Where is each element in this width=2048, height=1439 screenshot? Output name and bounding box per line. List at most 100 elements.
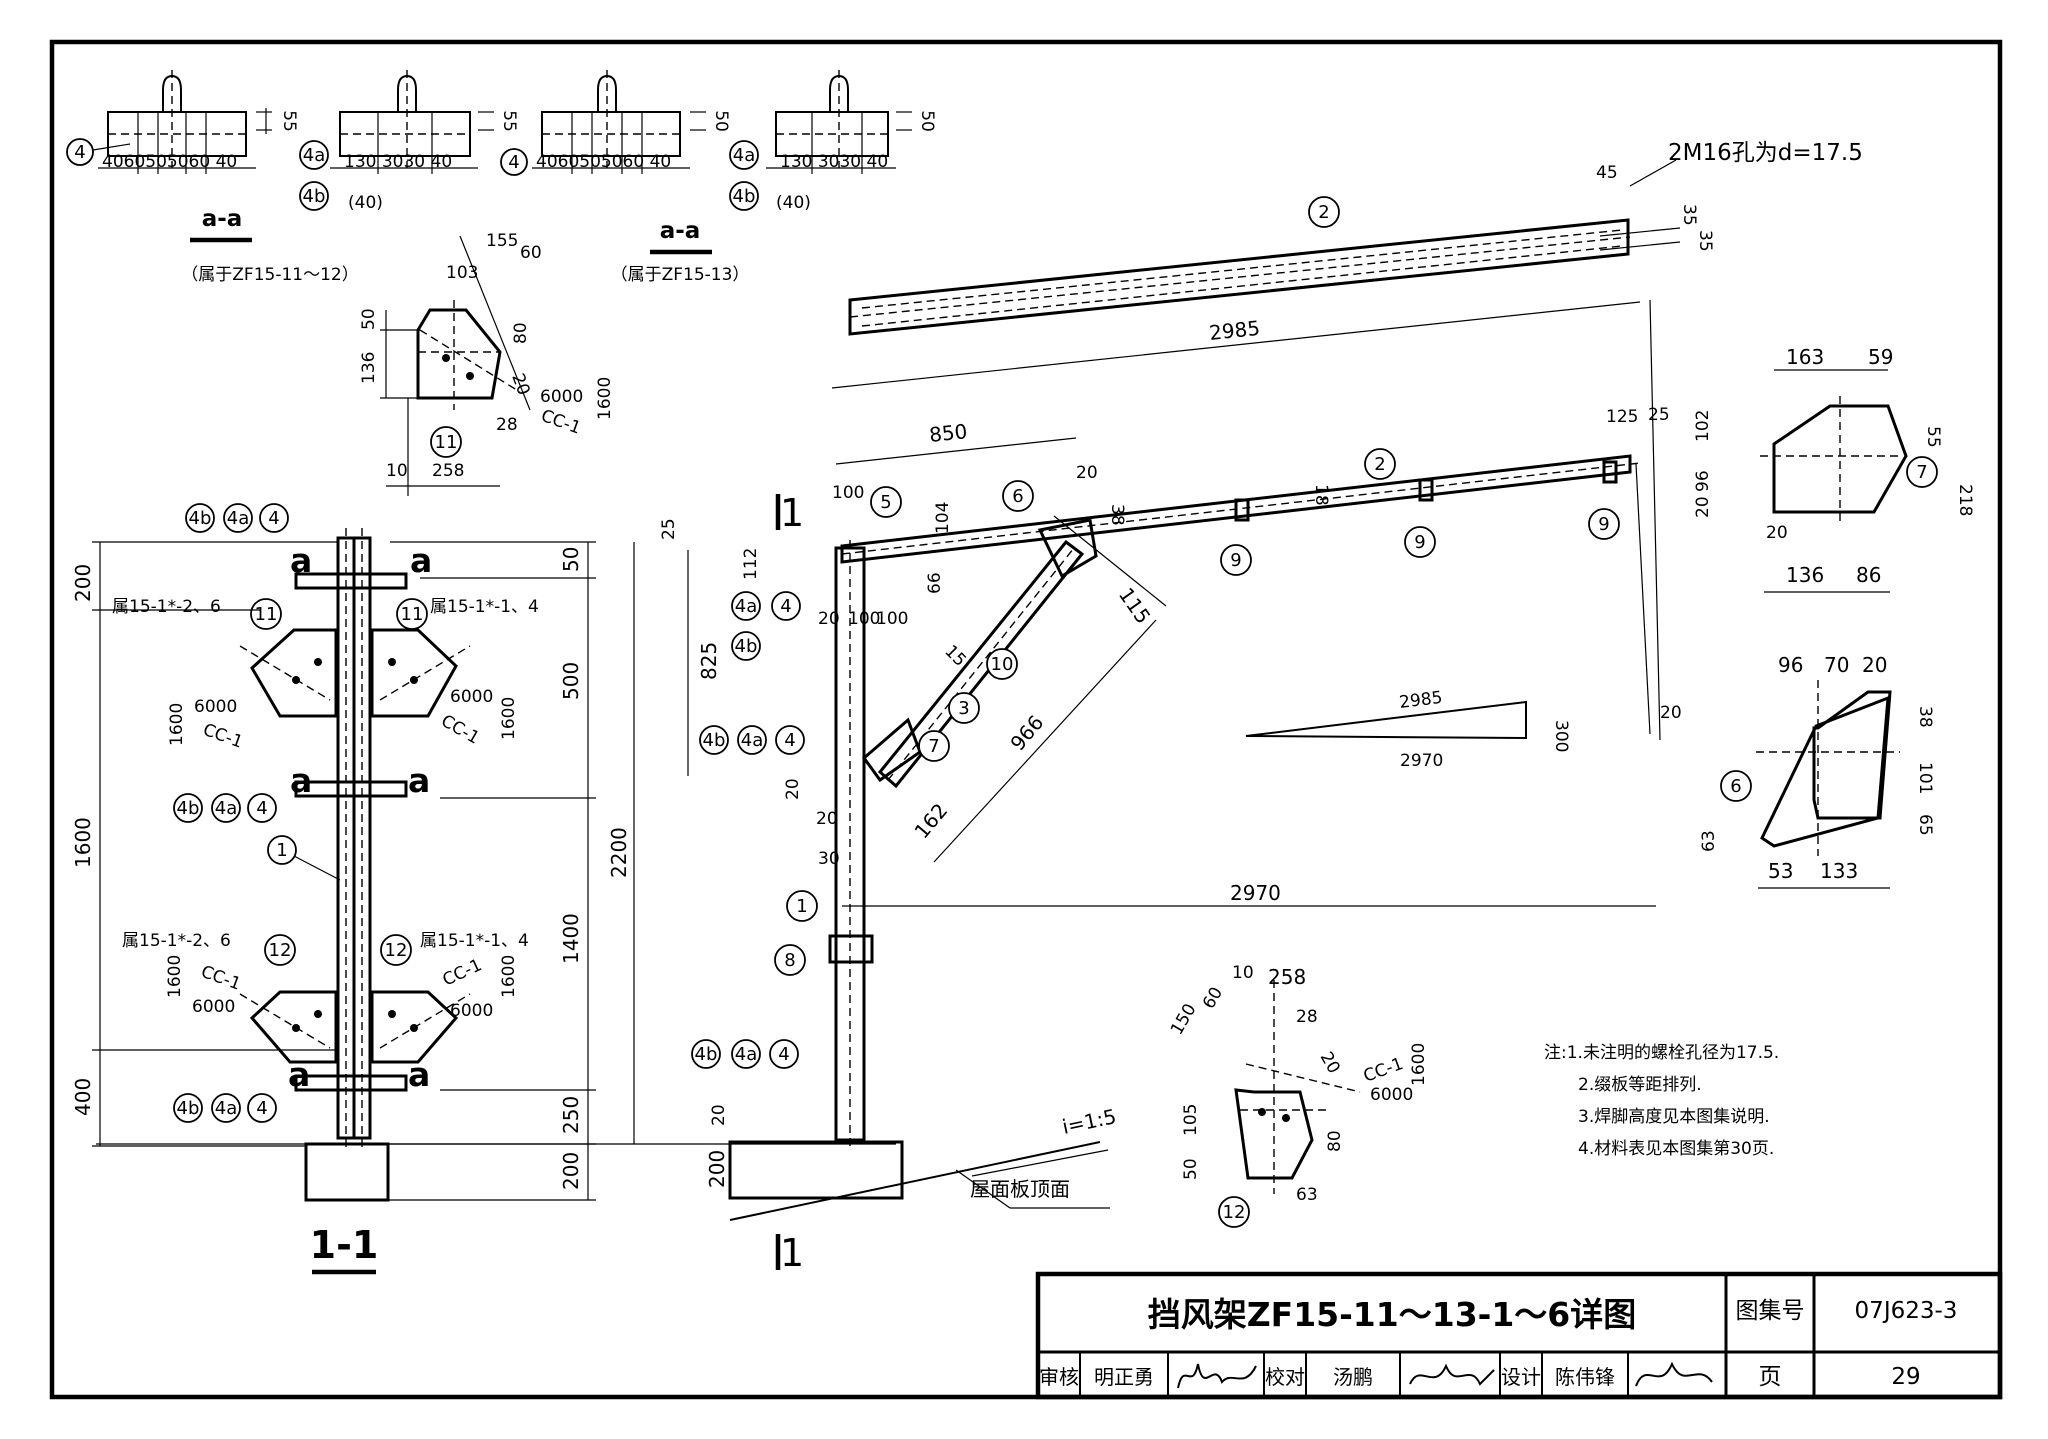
- mark-9: 9: [1414, 532, 1425, 553]
- p6-70: 70: [1824, 653, 1849, 677]
- dim-850: 850: [928, 419, 968, 447]
- plate11-dim-155: 155: [486, 231, 518, 251]
- plate11-dim-80: 80: [511, 322, 531, 344]
- p7-136: 136: [1786, 563, 1824, 587]
- plate-7-detail: 7 163 59 102 55 218 96 20 136 86 20: [1693, 345, 1975, 593]
- dim-l-1600: 1600: [71, 817, 95, 868]
- bolt-note: 2M16孔为d=17.5: [1668, 140, 1863, 166]
- svg-text:4a: 4a: [735, 1044, 757, 1065]
- checker-name: 汤鹏: [1333, 1365, 1373, 1389]
- main-elevation: 2 2 9 9 9 5 6 10 3 7 1 8 4a 4 4b 4b 4a 4…: [659, 140, 1863, 1275]
- dim-38: 38: [1107, 504, 1127, 526]
- 1600-top-l: 1600: [167, 703, 187, 746]
- svg-text:4b: 4b: [735, 636, 758, 657]
- dim-100-a: 100: [832, 483, 864, 503]
- page-label: 页: [1759, 1364, 1782, 1390]
- svg-text:4: 4: [268, 508, 279, 529]
- plate11-dim-10: 10: [386, 461, 408, 481]
- svg-text:4a: 4a: [735, 596, 757, 617]
- note-4: 4.材料表见本图集第30页.: [1578, 1139, 1774, 1159]
- mark-12: 12: [1223, 1202, 1246, 1223]
- dim-18: 18: [1311, 484, 1331, 506]
- belongs-a-bot: 属15-1*-2、6: [122, 931, 231, 951]
- svg-text:4: 4: [778, 1044, 789, 1065]
- marks-4b4a4-top: 4b 4a 4: [185, 503, 289, 533]
- mark-11: 11: [401, 604, 424, 625]
- dims-aa-1: 4060505060 40: [102, 152, 237, 172]
- dim-25-right: 25: [1648, 405, 1670, 425]
- 6000-top-r: 6000: [450, 687, 493, 707]
- 1600-top-r: 1600: [499, 697, 519, 740]
- p7-20b: 20: [1766, 523, 1788, 543]
- plate-12-detail: 12 10 258 150 60 28 20 105 50 80 63 CC-1…: [1167, 963, 1429, 1228]
- cc1-top-l: CC-1: [200, 720, 245, 753]
- mark-1: 1: [796, 896, 807, 917]
- plate-11-detail: 155 60 103 50 136 80 20 28 258 10 CC-1 6…: [359, 231, 615, 496]
- svg-text:4a: 4a: [741, 730, 763, 751]
- dim-20-a: 20: [818, 609, 840, 629]
- belongs-b-top: 属15-1*-1、4: [430, 597, 539, 617]
- mark-10: 10: [991, 654, 1014, 675]
- notes-block: 注:1.未注明的螺栓孔径为17.5. 2.缀板等距排列. 3.焊脚高度见本图集说…: [1544, 1043, 1779, 1159]
- designer-name: 陈伟锋: [1555, 1365, 1615, 1389]
- p7-102: 102: [1693, 410, 1713, 442]
- p12-63: 63: [1296, 1185, 1318, 1205]
- mark-4: 4: [74, 142, 85, 163]
- p6-133: 133: [1820, 859, 1858, 883]
- aa-mark-mid-l: a: [290, 761, 312, 800]
- cc1-bot-r: CC-1: [440, 955, 485, 990]
- 1600-bot-l: 1600: [165, 955, 185, 998]
- mark-2: 2: [1318, 202, 1329, 223]
- signature-reviewer: [1177, 1363, 1257, 1389]
- dim-r-250: 250: [559, 1096, 583, 1134]
- mark-3: 3: [958, 698, 969, 719]
- mark-9: 9: [1598, 514, 1609, 535]
- svg-text:4b: 4b: [189, 508, 212, 529]
- svg-text:4a: 4a: [215, 798, 237, 819]
- paren-40: (40): [776, 193, 811, 213]
- paren-40: (40): [348, 193, 383, 213]
- p12-150: 150: [1167, 1000, 1201, 1038]
- p12-cc1: CC-1: [1361, 1054, 1406, 1087]
- slope-run: 2985: [1398, 688, 1443, 713]
- p6-53: 53: [1768, 859, 1793, 883]
- dim-100-c: 100: [848, 609, 880, 629]
- dim-66: 66: [925, 572, 945, 594]
- p6-96: 96: [1778, 653, 1803, 677]
- mark-7: 7: [1916, 462, 1927, 483]
- mark-9: 9: [1230, 550, 1241, 571]
- dim-50: 50: [711, 110, 731, 132]
- plate11-6000: 6000: [540, 387, 583, 407]
- 1600-bot-r: 1600: [499, 955, 519, 998]
- 6000-bot-r: 6000: [450, 1001, 493, 1021]
- 6000-bot-l: 6000: [192, 997, 235, 1017]
- aa-mark-bot-r: a: [408, 1055, 430, 1094]
- belongs-a-top: 属15-1*-2、6: [112, 597, 221, 617]
- dim-20-foot: 20: [709, 1104, 729, 1126]
- mark-6: 6: [1012, 486, 1023, 507]
- dim-35-b: 35: [1695, 230, 1715, 252]
- section-mark-bottom: 1: [780, 1231, 804, 1275]
- mark-4: 4: [508, 152, 519, 173]
- p7-59: 59: [1868, 345, 1893, 369]
- plate-6-detail: 6 96 70 20 38 101 65 63 53 133: [1699, 653, 1935, 889]
- plate11-cc1: CC-1: [538, 406, 583, 439]
- mark-2: 2: [1374, 454, 1385, 475]
- dims-aa-4: 130 3030 40: [780, 152, 888, 172]
- plate11-1600: 1600: [595, 377, 615, 420]
- dim-2200: 2200: [607, 827, 631, 878]
- page-number: 29: [1891, 1364, 1920, 1390]
- p12-105: 105: [1181, 1104, 1201, 1136]
- svg-text:4: 4: [256, 1098, 267, 1119]
- section-11-view: a a 11 11 属15-1*-2、6 属15-1*-1、4 CC-1 600…: [71, 503, 896, 1275]
- check-label: 校对: [1265, 1365, 1305, 1389]
- dim-112: 112: [741, 548, 761, 580]
- dim-2970-main: 2970: [1230, 881, 1281, 905]
- section-aa-label-1: a-a: [202, 206, 243, 232]
- plate11-dim-258: 258: [432, 461, 464, 481]
- dim-104: 104: [933, 502, 953, 534]
- reviewer-name: 明正勇: [1094, 1365, 1154, 1389]
- svg-text:4a: 4a: [227, 508, 249, 529]
- dims-aa-3: 4060505060 40: [536, 152, 671, 172]
- aa-mark-top-l: a: [290, 541, 312, 580]
